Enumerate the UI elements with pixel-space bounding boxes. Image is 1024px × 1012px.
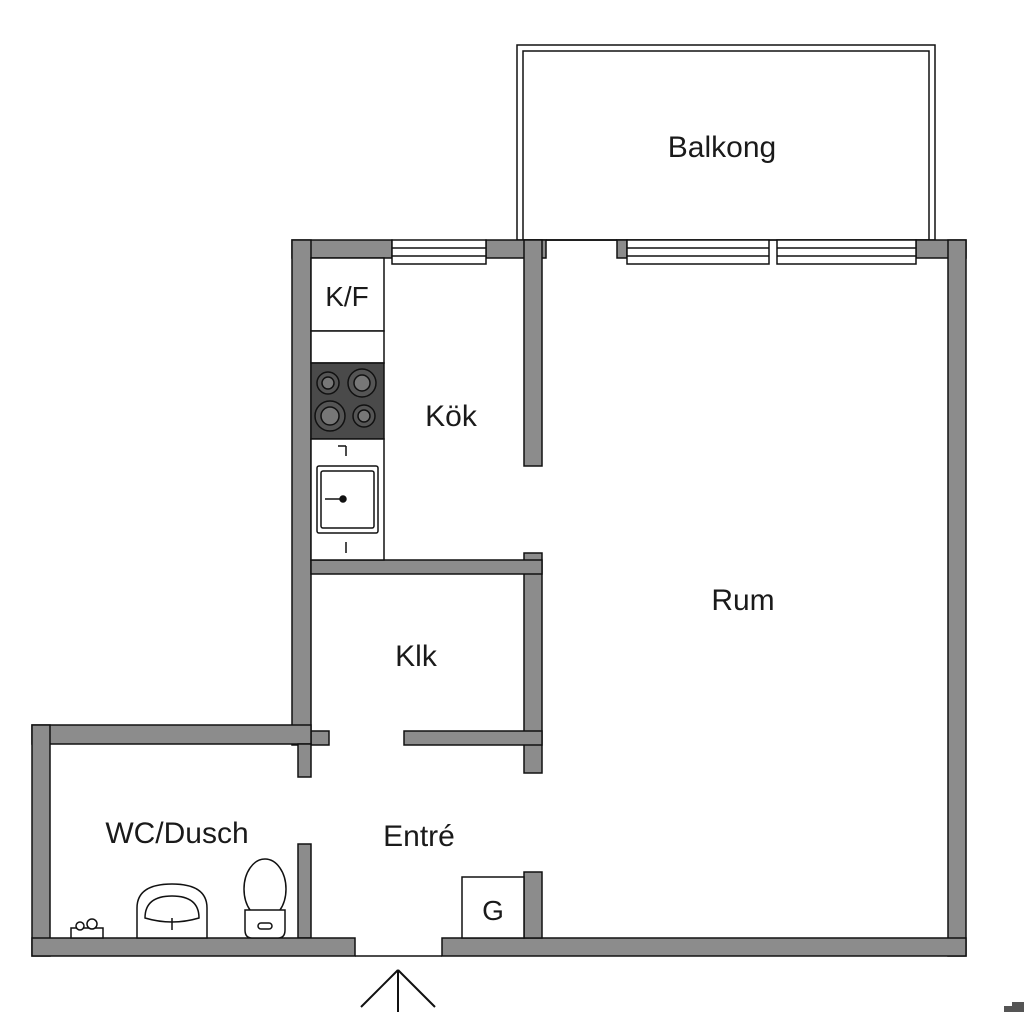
walls <box>31 239 967 957</box>
g-cabinet <box>461 876 525 939</box>
shower-mixer-icon <box>70 918 104 939</box>
windows <box>391 239 917 265</box>
label-rum: Rum <box>711 584 774 617</box>
label-entre: Entré <box>383 820 455 853</box>
label-klk: Klk <box>395 640 438 673</box>
label-wc: WC/Dusch <box>105 817 248 850</box>
toilet-icon <box>243 858 287 939</box>
balcony <box>516 44 936 241</box>
label-kf: K/F <box>325 281 369 312</box>
fridge-freezer <box>310 257 385 332</box>
label-balkong: Balkong <box>668 131 776 164</box>
window-kitchen <box>391 239 487 265</box>
stove-burners-icon <box>314 368 377 432</box>
bathroom-fixtures <box>70 858 287 939</box>
window-rum-left <box>626 239 770 265</box>
window-rum-right <box>776 239 917 265</box>
entrance-arrow-icon <box>360 969 436 1012</box>
label-g: G <box>482 895 504 926</box>
label-kok: Kök <box>425 400 478 433</box>
corner-mark-icon <box>1004 1002 1024 1012</box>
kitchen-sink-icon <box>316 445 379 553</box>
